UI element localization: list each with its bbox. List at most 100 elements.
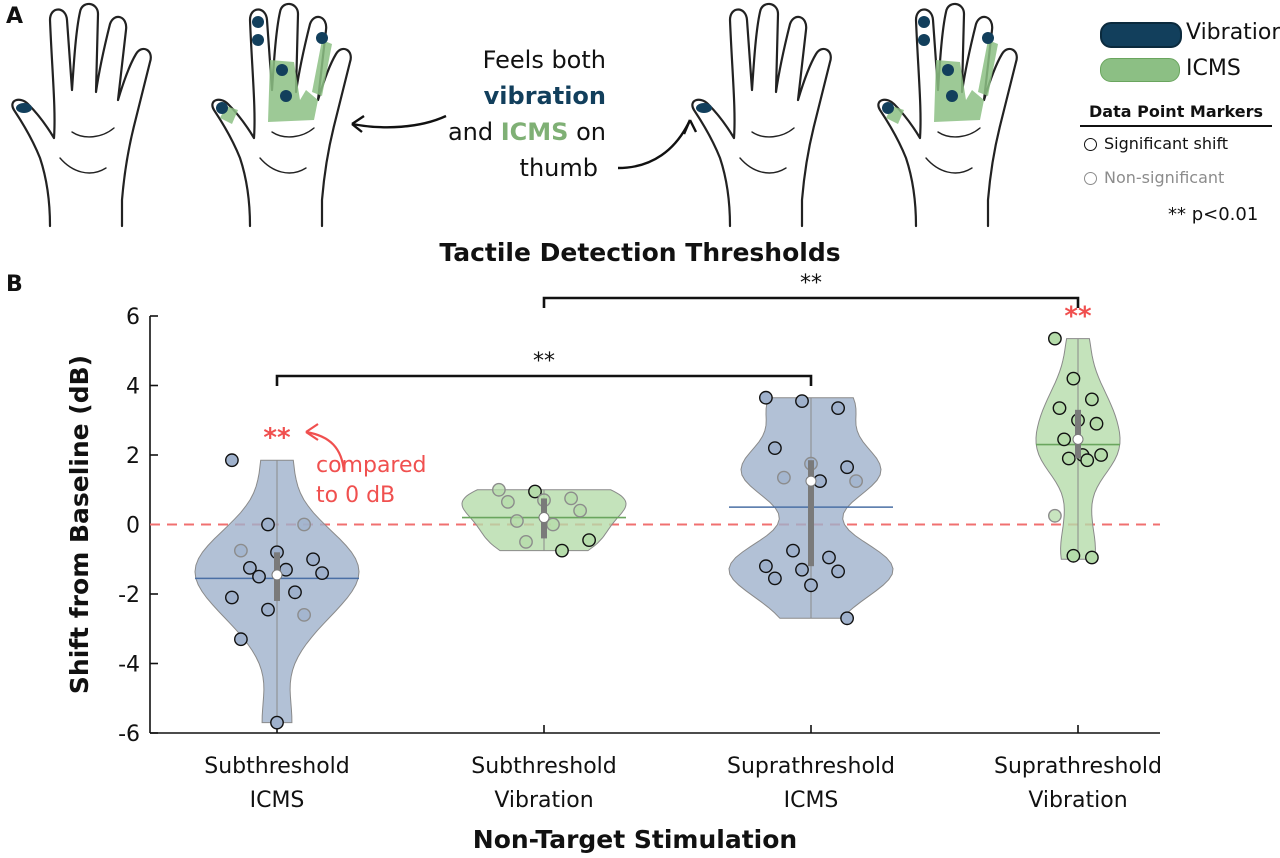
hand-4-crease-1 bbox=[925, 157, 973, 174]
icms-legend-swatch bbox=[1100, 58, 1180, 82]
data-point-3-9 bbox=[1061, 451, 1076, 466]
y-tick-label-6: 6 bbox=[126, 305, 140, 330]
data-point-1-10 bbox=[555, 543, 569, 558]
nonsignificant-marker-label: Non-significant bbox=[1104, 168, 1225, 187]
data-point-1-9 bbox=[519, 535, 533, 549]
data-point-3-8 bbox=[1094, 448, 1109, 462]
annotation-icms-word: ICMS bbox=[500, 118, 569, 146]
data-point-0-1 bbox=[261, 517, 275, 532]
annotation-arrowhead-left bbox=[351, 115, 365, 133]
hand-2 bbox=[211, 2, 352, 228]
data-point-1-3 bbox=[500, 494, 515, 509]
data-point-1-1 bbox=[528, 484, 542, 499]
hand-3-thumb-vibration bbox=[696, 103, 712, 113]
nonsignificant-marker-icon bbox=[1084, 172, 1097, 185]
data-point-0-2 bbox=[297, 517, 311, 532]
hand-1-thumb-vibration bbox=[16, 103, 32, 113]
median-marker-3 bbox=[1072, 433, 1084, 445]
comparison-bracket-label-1: ** bbox=[800, 271, 822, 296]
data-point-0-10 bbox=[288, 585, 302, 600]
hand-2-crease-1 bbox=[259, 157, 307, 174]
data-point-2-9 bbox=[786, 543, 800, 558]
significant-marker-icon bbox=[1084, 138, 1097, 151]
x-tick-label-0-line2: ICMS bbox=[250, 788, 305, 813]
data-point-0-12 bbox=[261, 602, 275, 617]
data-point-0-9 bbox=[252, 569, 266, 584]
data-point-2-6 bbox=[777, 470, 791, 485]
hand-4-vib-4 bbox=[946, 90, 958, 102]
data-point-1-2 bbox=[564, 491, 578, 506]
hand-2-vib-4 bbox=[280, 90, 292, 102]
hand-4-crease-2 bbox=[937, 127, 981, 138]
iqr-box-2 bbox=[808, 460, 814, 567]
panel-b-label: B bbox=[6, 272, 23, 297]
annotation-arrowhead-right bbox=[682, 119, 698, 135]
data-point-0-8 bbox=[315, 566, 329, 580]
data-point-0-0 bbox=[224, 453, 239, 468]
hand-3 bbox=[691, 2, 832, 228]
data-point-0-14 bbox=[233, 632, 248, 647]
hand-4-outline bbox=[877, 2, 1018, 228]
comparison-bracket-0 bbox=[275, 374, 813, 386]
data-point-2-13 bbox=[831, 564, 845, 579]
compare-annotation-line2: to 0 dB bbox=[316, 483, 395, 508]
x-tick-label-0-line1: Subthreshold bbox=[204, 754, 349, 779]
y-tick-label-4: 2 bbox=[126, 444, 140, 469]
y-tick-label-0: -6 bbox=[118, 722, 140, 747]
hand-3-outline bbox=[691, 2, 832, 228]
x-tick-label-2-line1: Suprathreshold bbox=[727, 754, 895, 779]
data-point-3-11 bbox=[1048, 508, 1062, 523]
hand-4 bbox=[877, 2, 1018, 228]
significant-marker-label: Significant shift bbox=[1104, 134, 1229, 153]
hand-2-icms-finger bbox=[312, 40, 332, 96]
annotation-line1: Feels both bbox=[482, 46, 606, 74]
hand-1-crease-1 bbox=[59, 157, 107, 174]
data-point-3-0 bbox=[1048, 331, 1062, 346]
hand-4-vib-1 bbox=[918, 16, 930, 28]
hand-2-vib-6 bbox=[216, 102, 228, 114]
y-tick-label-2: -2 bbox=[118, 583, 140, 608]
data-point-2-16 bbox=[840, 611, 854, 626]
y-axis-title: Shift from Baseline (dB) bbox=[65, 355, 94, 694]
markers-title: Data Point Markers bbox=[1080, 102, 1272, 127]
data-point-3-12 bbox=[1066, 548, 1081, 563]
data-point-3-5 bbox=[1089, 416, 1104, 431]
data-point-2-2 bbox=[831, 401, 845, 415]
median-marker-2 bbox=[805, 475, 817, 487]
hand-2-vib-5 bbox=[316, 32, 328, 44]
compare-annotation-arrow bbox=[305, 430, 346, 473]
x-tick-label-1-line1: Subthreshold bbox=[471, 754, 616, 779]
hand-4-vib-6 bbox=[882, 102, 894, 114]
median-marker-0 bbox=[271, 569, 283, 581]
hand-3-crease-1 bbox=[739, 157, 787, 174]
data-point-2-10 bbox=[822, 550, 836, 565]
annotation-and: and bbox=[447, 118, 494, 146]
data-point-2-1 bbox=[795, 394, 809, 408]
chart-title: Tactile Detection Thresholds bbox=[439, 238, 841, 267]
compare-annotation-line1: compared bbox=[316, 453, 427, 478]
hand-4-vib-3 bbox=[942, 64, 954, 76]
data-point-1-8 bbox=[582, 533, 596, 547]
data-point-3-2 bbox=[1085, 392, 1099, 407]
annotation-arrow-left bbox=[351, 114, 447, 129]
vibration-legend-label: Vibration bbox=[1186, 20, 1280, 45]
x-tick-label-1-line2: Vibration bbox=[494, 788, 593, 813]
median-marker-1 bbox=[538, 512, 550, 524]
comparison-bracket-1 bbox=[542, 296, 1080, 308]
data-point-3-13 bbox=[1085, 550, 1099, 565]
hand-2-vib-3 bbox=[276, 64, 288, 76]
hand-2-crease-2 bbox=[271, 127, 315, 138]
annotation-on: on bbox=[576, 118, 606, 146]
data-point-2-5 bbox=[840, 460, 854, 475]
y-tick-label-3: 0 bbox=[126, 514, 140, 539]
hand-2-vib-2 bbox=[252, 34, 264, 46]
data-point-2-12 bbox=[795, 562, 809, 577]
hand-1 bbox=[11, 2, 152, 228]
annotation-line3: thumb bbox=[519, 154, 598, 182]
hand-2-vib-1 bbox=[252, 16, 264, 28]
data-point-0-5 bbox=[306, 552, 320, 567]
data-point-2-3 bbox=[768, 441, 782, 455]
data-point-2-8 bbox=[849, 474, 863, 488]
icms-legend-label: ICMS bbox=[1186, 56, 1241, 81]
